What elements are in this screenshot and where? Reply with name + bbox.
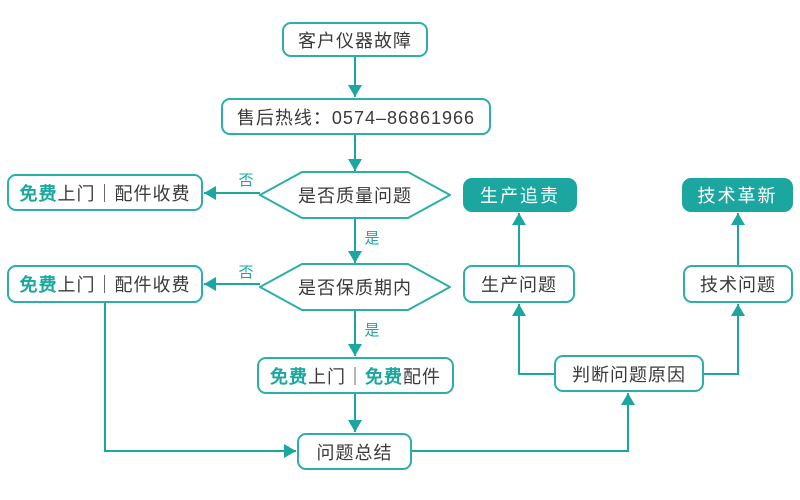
- warranty-no-text: 否: [238, 263, 254, 281]
- freeparts-accent-2: 免费: [365, 366, 403, 387]
- decision-warranty-shape: [259, 263, 451, 311]
- free2-accent: 免费: [19, 275, 58, 295]
- node-customer-fault: 客户仪器故障: [282, 22, 428, 57]
- edge-label-quality-yes: 是: [359, 226, 385, 248]
- freeparts-rest-1: 上门｜: [308, 366, 365, 387]
- node-production-issue-label: 生产问题: [481, 275, 557, 295]
- decision-warranty-text: 是否保质期内: [298, 278, 412, 298]
- quality-yes-text: 是: [364, 229, 380, 247]
- node-free-visit-paid-parts-1: 免费上门｜配件收费: [7, 174, 203, 211]
- decision-quality-label: 是否质量问题: [280, 181, 430, 209]
- warranty-yes-text: 是: [364, 321, 380, 339]
- node-free-visit-paid-parts-2: 免费上门｜配件收费: [7, 265, 203, 303]
- node-hotline-label: 售后热线：0574–86861966: [236, 107, 476, 128]
- node-judge-cause-label: 判断问题原因: [572, 364, 686, 385]
- node-tech-issue-label: 技术问题: [700, 275, 776, 295]
- quality-no-text: 否: [238, 171, 254, 189]
- edge-summary-to-judge: [412, 393, 635, 452]
- freeparts-accent-1: 免费: [270, 366, 308, 387]
- node-judge-cause: 判断问题原因: [554, 355, 704, 392]
- node-problem-summary-label: 问题总结: [316, 442, 393, 463]
- freeparts-rest-2: 配件: [403, 366, 441, 387]
- node-tech-innovation: 技术革新: [682, 178, 793, 212]
- free2-rest: 上门｜配件收费: [57, 275, 191, 295]
- free1-rest: 上门｜配件收费: [57, 183, 191, 204]
- edge-judge-to-tech-issue: [704, 304, 745, 375]
- node-production-issue: 生产问题: [463, 265, 575, 303]
- edge-free2-to-summary: [104, 303, 296, 458]
- node-free-visit-free-parts: 免费上门｜免费配件: [257, 357, 454, 394]
- decision-quality-shape: [259, 171, 451, 219]
- free1-accent: 免费: [19, 183, 58, 204]
- edge-label-warranty-yes: 是: [359, 318, 385, 340]
- edge-label-warranty-no: 否: [233, 260, 259, 282]
- decision-warranty-label: 是否保质期内: [280, 273, 430, 301]
- node-tech-innovation-label: 技术革新: [697, 186, 778, 206]
- decision-quality-text: 是否质量问题: [298, 186, 412, 206]
- node-hotline: 售后热线：0574–86861966: [221, 98, 491, 135]
- edge-label-quality-no: 否: [233, 168, 259, 190]
- edge-judge-to-production-issue: [512, 304, 554, 375]
- node-production-accountability-label: 生产追责: [480, 186, 560, 206]
- node-customer-fault-label: 客户仪器故障: [298, 30, 412, 51]
- node-tech-issue: 技术问题: [683, 265, 793, 303]
- node-problem-summary: 问题总结: [297, 433, 412, 470]
- node-production-accountability: 生产追责: [463, 178, 577, 212]
